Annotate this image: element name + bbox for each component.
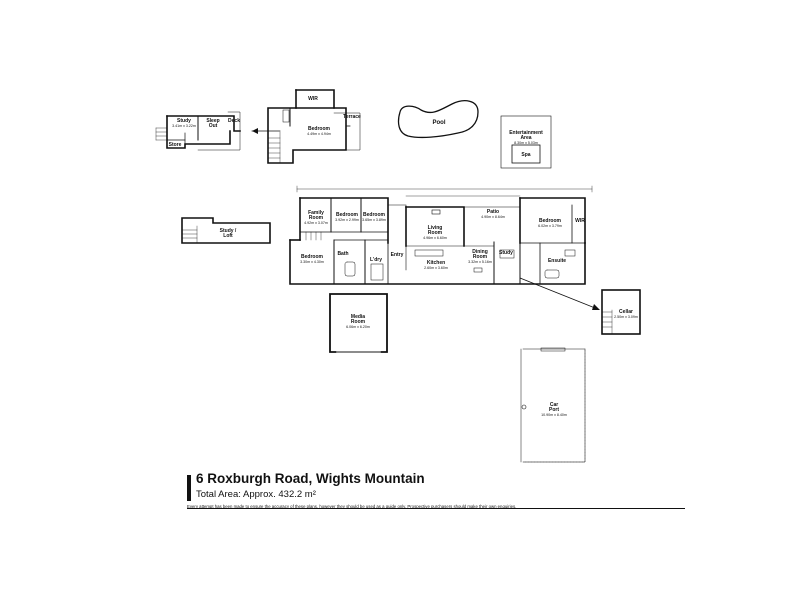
room-label-wir-main: WIR (575, 218, 585, 224)
room-label-pool: Pool (433, 120, 446, 126)
room-label-patio: Patio (487, 209, 499, 215)
room-dim-kitchen: 2.60m x 3.60m (424, 266, 448, 270)
room-label-bedroom-top: Bedroom (308, 126, 331, 132)
room-dim-entertainment: 8.30m x 5.03m (514, 141, 538, 145)
room-dim-bedroom-top: 4.49m x 4.94m (307, 132, 331, 136)
room-dim-family-room: 4.92m x 3.07m (304, 221, 328, 225)
room-label-deck: Deck (228, 118, 240, 124)
room-label-store: Store (169, 142, 182, 148)
room-label-study-top: Study (177, 118, 191, 124)
cellar-block (601, 289, 641, 335)
room-label-bedroom-b: Bedroom (363, 212, 386, 218)
connector-arrow-cellar (519, 277, 600, 310)
room-label-ensuite: Ensuite (548, 258, 566, 264)
room-dim-dining-room: 3.32m x 5.16m (468, 260, 492, 264)
room-dim-study-top: 3.41m x 3.22m (172, 124, 196, 128)
car-port-block (520, 347, 586, 463)
study-loft-block (181, 217, 271, 244)
room-dim-patio: 4.90m x 8.64m (481, 215, 505, 219)
room-label-study-loft: Study /Loft (220, 228, 237, 239)
footer-accent-bar (187, 475, 191, 501)
entertainment-block (500, 115, 552, 169)
room-label-bath: Bath (337, 251, 348, 257)
room-label-spa: Spa (521, 152, 530, 158)
connector-arrow-upper (251, 128, 281, 134)
room-label-entry: Entry (391, 252, 404, 258)
footer-divider (187, 508, 685, 509)
room-dim-bedroom-left: 3.30m x 4.30m (300, 260, 324, 264)
room-label-kitchen: Kitchen (427, 260, 445, 266)
room-dim-bedroom-b: 3.65m x 3.89m (362, 218, 386, 222)
room-label-bedroom-main: Bedroom (539, 218, 562, 224)
room-label-lndry: L'dry (370, 257, 382, 263)
room-label-cellar: Cellar (619, 309, 633, 315)
room-dim-living-room: 4.96m x 6.60m (423, 236, 447, 240)
room-dim-car-port: 10.90m x 8.40m (541, 413, 567, 417)
main-house (289, 185, 593, 285)
room-dim-media-room: 6.06m x 6.20m (346, 325, 370, 329)
room-dim-cellar: 2.50m x 3.09m (614, 315, 638, 319)
room-dim-bedroom-a: 3.92m x 2.99m (335, 218, 359, 222)
media-room-block (329, 293, 388, 353)
study-sleepout-block (155, 111, 241, 151)
total-area: Total Area: Approx. 432.2 m² (196, 489, 316, 500)
room-label-bedroom-left: Bedroom (301, 254, 324, 260)
room-label-wir-top: WIR (308, 96, 318, 102)
room-dim-bedroom-main: 6.02m x 3.79m (538, 224, 562, 228)
room-label-study-main: Study (499, 250, 513, 256)
property-address: 6 Roxburgh Road, Wights Mountain (196, 471, 425, 486)
disclaimer-text: Every attempt has been made to ensure th… (187, 504, 517, 509)
pool-outline (397, 100, 479, 139)
room-label-bedroom-a: Bedroom (336, 212, 359, 218)
upper-bedroom-block (267, 89, 361, 164)
room-label-terrace: Terrace (343, 114, 361, 120)
